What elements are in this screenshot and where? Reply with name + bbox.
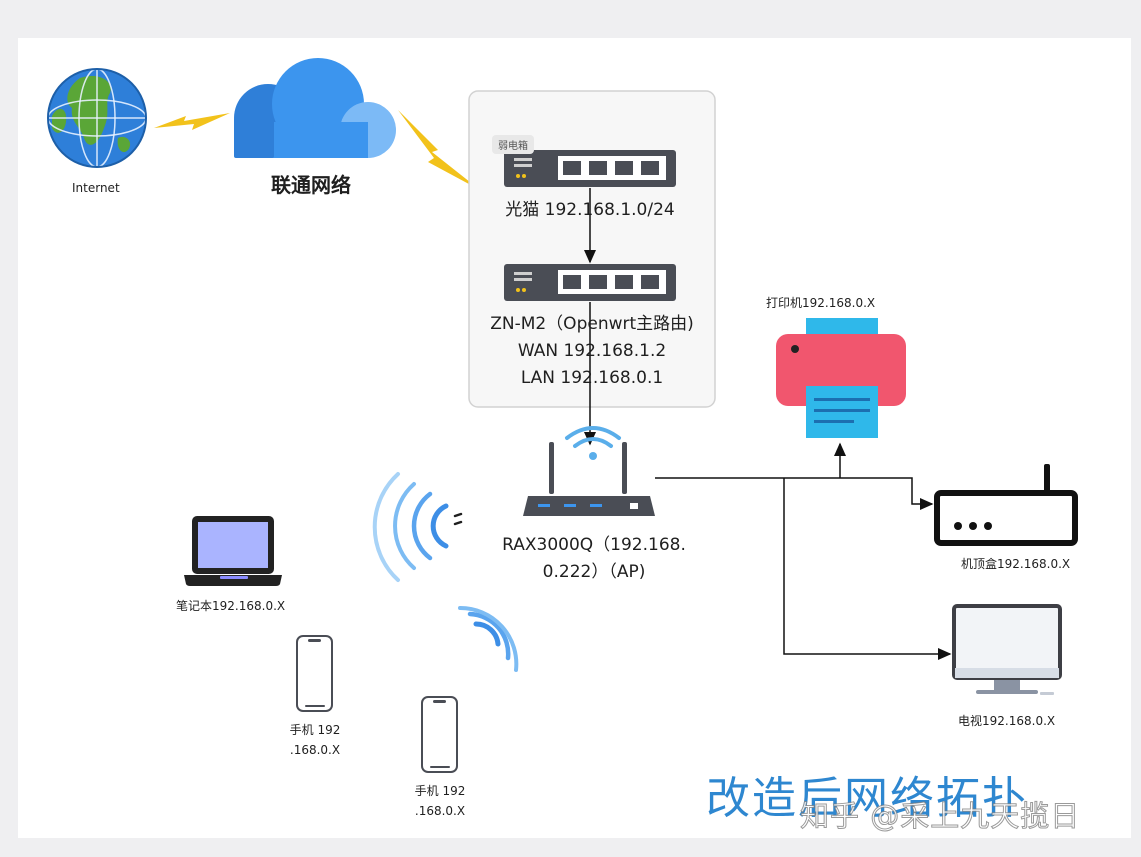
phone-icon [296,635,333,712]
set-top-box-label: 机顶盒192.168.0.X [961,557,1071,571]
wired-connections [655,442,952,660]
router-label-line1: ZN-M2（Openwrt主路由) [490,314,694,334]
diagram-title: 改造后网络拓扑 [706,773,1028,824]
printer-icon [776,318,906,438]
wifi-signal-waves [372,472,519,672]
phone1-label-line1: 手机 192 [289,723,341,737]
ap-label-line2: 0.222）（AP) [542,562,646,582]
ap-label-line1: RAX3000Q（192.168. [502,535,686,555]
modem-icon [504,150,676,187]
globe-icon [47,68,147,168]
monitor-icon [952,604,1062,695]
set-top-box-icon [934,464,1078,546]
wiring-box-tag: 弱电箱 [492,135,534,154]
lightning-icon [154,113,230,130]
modem-label: 光猫 192.168.1.0/24 [505,200,675,220]
phone1-label-line2: .168.0.X [289,743,341,757]
router-label-line2: WAN 192.168.1.2 [517,341,667,361]
ap-router-icon [523,426,655,516]
internet-label: Internet [72,181,120,195]
cloud-icon [234,58,396,158]
cloud-label: 联通网络 [271,173,351,197]
laptop-icon [184,516,282,586]
router-label-line3: LAN 192.168.0.1 [520,368,664,388]
diagram-svg [47,58,1078,773]
lightning-icon [398,110,480,190]
router-icon [504,264,676,301]
laptop-label: 笔记本192.168.0.X [176,599,286,613]
phone-icon [421,696,458,773]
phone2-label-line1: 手机 192 [414,784,466,798]
diagram-canvas: Internet 联通网络 弱电箱 光猫 192.168.1.0/24 ZN-M… [18,38,1131,838]
phone2-label-line2: .168.0.X [414,804,466,818]
watermark: 知乎 @采上九天揽日 [799,799,1081,834]
tv-label: 电视192.168.0.X [958,714,1056,728]
printer-label: 打印机192.168.0.X [766,296,876,310]
